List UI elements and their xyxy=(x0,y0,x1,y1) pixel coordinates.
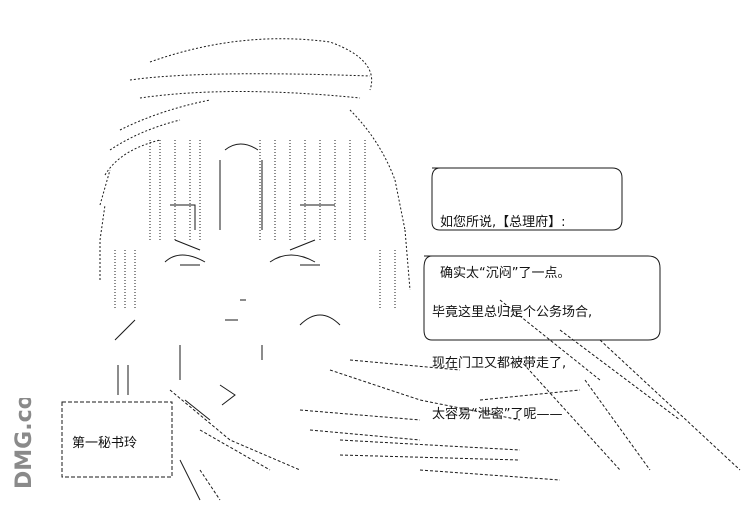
bubble-1-line-1: 如您所说,【总理府】: xyxy=(440,215,566,230)
speech-bubble-2-text: 毕竟这里总归是个公务场合, 现在门卫又都被带走了, 太容易“泄密”了呢—— xyxy=(432,270,592,457)
speech-bubble-2 xyxy=(423,255,661,341)
hair-outline xyxy=(99,38,411,291)
bubble-1-line-2: 确实太“沉闷”了一点。 xyxy=(440,266,571,281)
bubble-2-line-2: 现在门卫又都被带走了, xyxy=(432,356,567,371)
nameplate-label: 第一秘书玲 xyxy=(72,436,138,451)
dmg-watermark-logo: DMG.com xyxy=(12,398,37,489)
speech-bubble-1 xyxy=(431,167,623,231)
bubble-2-line-3: 太容易“泄密”了呢—— xyxy=(432,407,563,422)
body-outline xyxy=(169,299,741,501)
arm-lines xyxy=(114,319,236,501)
bubble-2-line-1: 毕竟这里总归是个公务场合, xyxy=(432,305,593,320)
eyes xyxy=(164,239,316,263)
speech-bubble-1-text: 如您所说,【总理府】: 确实太“沉闷”了一点。 xyxy=(440,180,570,316)
hair-strands xyxy=(114,140,396,310)
face-lines xyxy=(170,143,341,360)
nameplate-box xyxy=(61,401,173,478)
watermark-text: DMG.com xyxy=(12,398,37,489)
